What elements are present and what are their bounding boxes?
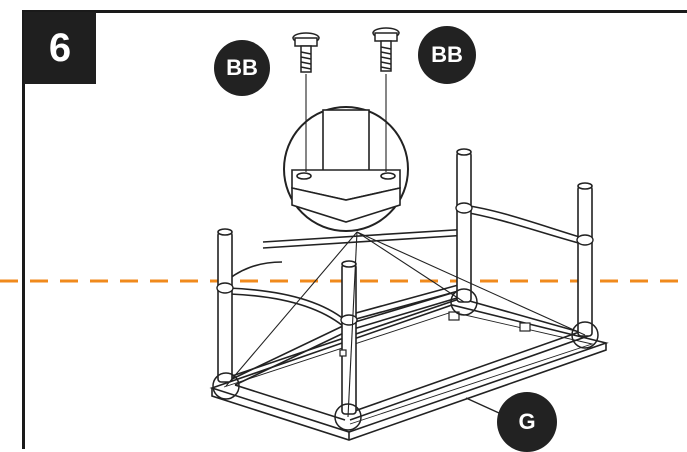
mount-brackets — [339, 311, 531, 357]
frame-top-border — [22, 10, 687, 13]
leader-lines — [225, 231, 586, 418]
table-legs — [217, 148, 593, 415]
tabletop-leader-line — [465, 397, 500, 414]
bolt-label-left: BB — [214, 40, 270, 96]
curved-braces — [219, 204, 584, 327]
bolt-guide-lines — [305, 74, 387, 172]
tabletop-label: G — [497, 392, 557, 452]
tabletop — [209, 304, 609, 441]
bolt-right — [372, 27, 400, 72]
step-number-badge: 6 — [24, 12, 96, 84]
bolt-label-right: BB — [418, 26, 476, 84]
detail-zoom-circle — [283, 106, 409, 232]
bolt-left — [292, 32, 320, 73]
frame-left-border — [22, 10, 25, 449]
fixing-point-circles — [212, 288, 599, 431]
